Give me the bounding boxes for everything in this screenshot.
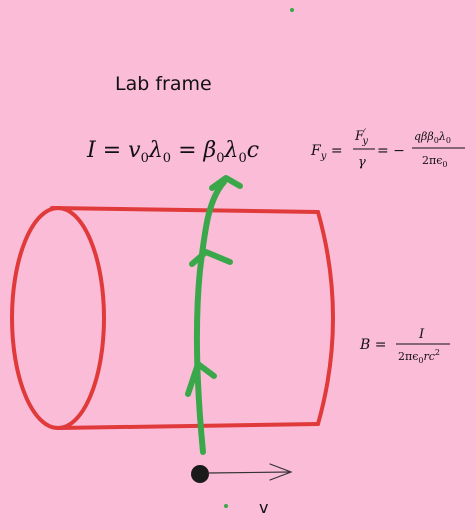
force-equation: Fy = F′y γ = − qββ0λ0 2πϵ0 — [310, 128, 465, 170]
velocity-label: v — [259, 498, 268, 517]
cylinder — [10, 206, 335, 430]
cylinder-bottom-edge — [56, 422, 320, 430]
chevron-upper — [189, 249, 233, 267]
svg-text:F′y: F′y — [354, 128, 368, 147]
cylinder-left-end — [10, 206, 106, 430]
velocity-arrow — [207, 463, 293, 481]
svg-text:I: I — [418, 327, 425, 342]
svg-text:qββ0λ0: qββ0λ0 — [414, 130, 451, 145]
stray-dot-top — [290, 8, 294, 12]
cylinder-top-edge — [50, 206, 320, 214]
svg-text:= −: = − — [377, 143, 405, 159]
svg-text:2πϵ0rc2: 2πϵ0rc2 — [398, 348, 440, 365]
svg-text:B =: B = — [359, 337, 386, 353]
svg-text:Fy =: Fy = — [310, 143, 343, 162]
svg-text:2πϵ0: 2πϵ0 — [422, 154, 447, 169]
chevron-lower — [185, 361, 217, 397]
field-line — [185, 175, 243, 455]
stray-dot-bottom — [224, 504, 228, 508]
field-line-arrowhead — [209, 175, 243, 191]
current-equation: I = v0λ0 = β0λ0c — [86, 138, 259, 166]
lab-frame-heading: Lab frame — [115, 73, 212, 95]
cylinder-right-end — [316, 210, 335, 426]
svg-text:γ: γ — [358, 155, 366, 170]
field-equation: B = I 2πϵ0rc2 — [359, 327, 450, 365]
charge-dot — [191, 465, 209, 483]
